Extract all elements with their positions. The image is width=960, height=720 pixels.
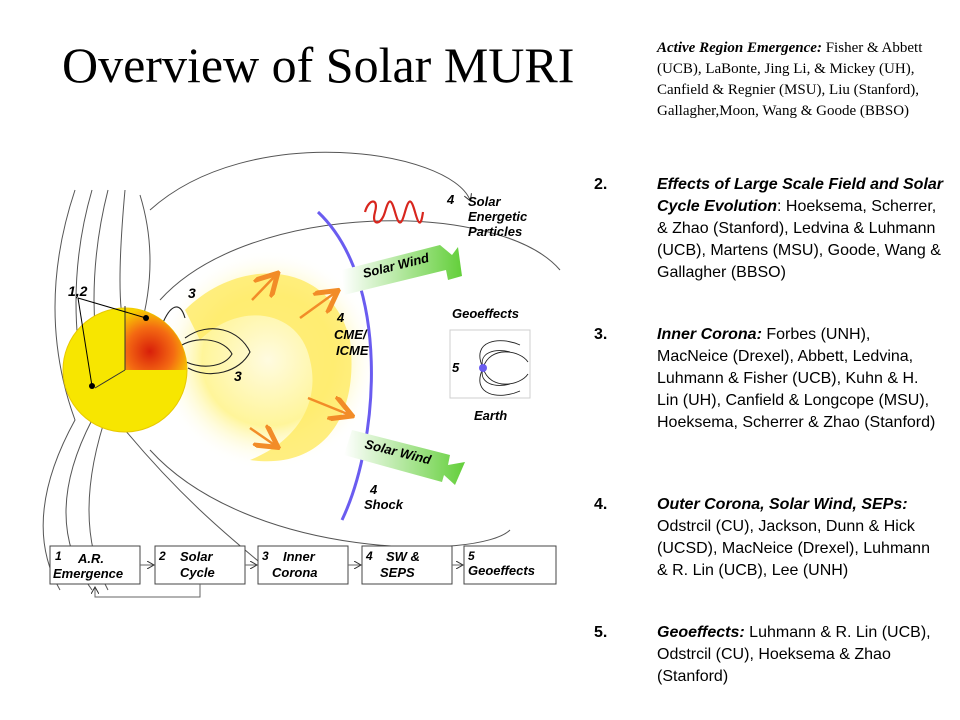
flow-box-3 (257, 545, 349, 585)
flow-num-1: 1 (55, 549, 62, 563)
solar-wind-top (342, 245, 462, 295)
flow-box-3-line-2: Corona (272, 565, 318, 580)
pointer-dot (143, 315, 149, 321)
item-body: Fisher & Abbett (UCB), LaBonte, Jing Li,… (657, 40, 923, 119)
flow-num-5: 5 (468, 549, 475, 563)
coronal-loops (161, 306, 251, 375)
item-heading: Active Region Emergence: (657, 40, 822, 56)
flow-box-4 (361, 545, 453, 585)
list-item-5: 5. Geoeffects: Luhmann & R. Lin (UCB), O… (594, 622, 944, 688)
flow-labels: 1 A.R. Emergence 2 Solar Cycle 3 Inner C… (53, 549, 535, 581)
list-item-1: Active Region Emergence: Fisher & Abbett… (657, 38, 957, 122)
flow-box-2-line-2: Cycle (180, 565, 215, 580)
expansion-arrows (249, 275, 350, 446)
shock-label: Shock (364, 497, 404, 512)
flow-box-2-line-1: Solar (180, 549, 213, 564)
flow-num-4: 4 (365, 549, 373, 563)
label-4-shock: 4 (369, 482, 378, 497)
earth-label: Earth (474, 408, 507, 423)
cme-line-1: CME/ (334, 327, 368, 342)
label-4-particles: 4 (446, 192, 455, 207)
sun-cutaway (125, 308, 187, 370)
magnetosphere-panel (449, 329, 531, 399)
item-heading: Effects of Large Scale Field and Solar C… (657, 176, 944, 215)
label-5: 5 (452, 360, 460, 375)
flow-chart (49, 545, 557, 585)
page-title: Overview of Solar MURI (62, 37, 575, 93)
label-3-lower: 3 (234, 368, 242, 384)
label-4-cme: 4 (336, 310, 345, 325)
earth-dot (479, 364, 487, 372)
flow-box-2 (154, 545, 246, 585)
shock-front (316, 210, 373, 521)
particles-line-1: Solar (468, 194, 501, 209)
geoeffects-label: Geoeffects (452, 306, 519, 321)
particles-line-3: Particles (468, 224, 522, 239)
item-number: 3. (594, 326, 608, 343)
flow-box-4-line-1: SW & (386, 549, 420, 564)
item-number: 2. (594, 176, 608, 193)
particles-line-2: Energetic (468, 209, 528, 224)
list-item-2: 2. Effects of Large Scale Field and Sola… (594, 174, 944, 284)
flow-box-4-line-2: SEPS (380, 565, 415, 580)
list-item-4: 4. Outer Corona, Solar Wind, SEPs: Odstr… (594, 494, 944, 582)
flow-arrows (95, 565, 462, 598)
flow-box-3-line-1: Inner (283, 549, 316, 564)
flow-box-1-line-2: Emergence (53, 566, 123, 581)
solar-wind-bottom (344, 430, 465, 485)
item-body: : Hoeksema, Scherrer, & Zhao (Stanford),… (657, 198, 941, 281)
particles-spiral (363, 200, 425, 224)
pointer-12 (77, 297, 147, 387)
flow-box-5 (463, 545, 557, 585)
item-heading: Outer Corona, Solar Wind, SEPs: (657, 496, 908, 513)
item-heading: Inner Corona: (657, 326, 762, 343)
cme-line-2: ICME (336, 343, 369, 358)
item-number: 4. (594, 496, 608, 513)
sun-axis (94, 369, 126, 389)
label-3-upper: 3 (188, 285, 196, 301)
pointer-dot (89, 383, 95, 389)
flow-box-5-line-1: Geoeffects (468, 563, 535, 578)
item-body: Luhmann & R. Lin (UCB), Odstrcil (CU), H… (657, 624, 931, 685)
flow-num-3: 3 (262, 549, 269, 563)
item-body: Forbes (UNH), MacNeice (Drexel), Abbett,… (657, 326, 936, 431)
flow-box-1-line-1: A.R. (77, 551, 104, 566)
item-heading: Geoeffects: (657, 624, 745, 641)
flow-box-1 (49, 545, 141, 585)
item-body: Odstrcil (CU), Jackson, Dunn & Hick (UCS… (657, 518, 930, 579)
item-number: 5. (594, 624, 608, 641)
list-item-3: 3. Inner Corona: Forbes (UNH), MacNeice … (594, 324, 944, 434)
flow-num-2: 2 (158, 549, 166, 563)
label-12: 1,2 (68, 283, 88, 299)
cme-bubble (185, 273, 352, 462)
